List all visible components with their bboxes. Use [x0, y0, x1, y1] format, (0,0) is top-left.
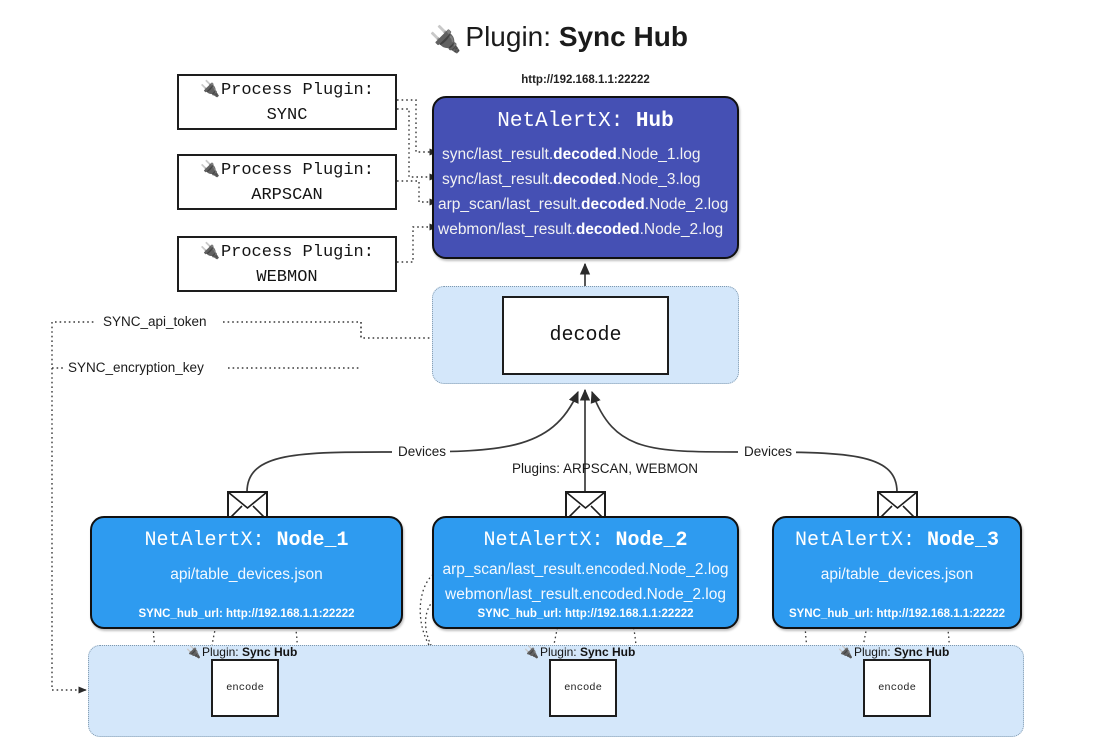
node-title: NetAlertX: Node_2: [483, 529, 688, 552]
node-title: NetAlertX: Node_3: [794, 529, 1000, 552]
edge-label-devices-left: Devices: [394, 444, 451, 459]
hub-url-label: http://192.168.1.1:22222: [521, 74, 650, 86]
process-plugin-label: Process Plugin:: [220, 81, 374, 100]
envelope-icon: [877, 491, 918, 521]
hub-node[interactable]: NetAlertX: Hub sync/last_result.decoded.…: [432, 96, 739, 259]
electric-plug-icon: 🔌: [838, 645, 853, 659]
process-plugin-name: SYNC: [266, 106, 308, 125]
electric-plug-icon: 🔌: [186, 645, 201, 659]
decode-box[interactable]: decode: [502, 296, 669, 375]
node-card-node-2[interactable]: NetAlertX: Node_2 arp_scan/last_result.e…: [432, 516, 739, 629]
process-plugin-box-sync[interactable]: 🔌Process Plugin: SYNC: [177, 74, 397, 130]
hub-title-prefix: NetAlertX:: [497, 110, 636, 133]
node-card-node-1[interactable]: NetAlertX: Node_1 api/table_devices.json…: [90, 516, 403, 629]
edge-label-devices-right: Devices: [740, 444, 797, 459]
node-title: NetAlertX: Node_1: [144, 529, 349, 552]
hub-log-row: webmon/last_result.decoded.Node_2.log: [438, 221, 724, 238]
page-title-name: Sync Hub: [558, 21, 688, 52]
process-plugin-box-arpscan[interactable]: 🔌Process Plugin: ARPSCAN: [177, 154, 397, 210]
electric-plug-icon: 🔌: [200, 159, 220, 178]
node-footer: SYNC_hub_url: http://192.168.1.1:22222: [138, 608, 355, 620]
electric-plug-icon: 🔌: [200, 241, 220, 260]
process-plugin-label: Process Plugin:: [220, 243, 374, 262]
node-footer: SYNC_hub_url: http://192.168.1.1:22222: [788, 608, 1006, 620]
hub-log-row: arp_scan/last_result.decoded.Node_2.log: [438, 196, 729, 213]
process-plugin-name: ARPSCAN: [251, 186, 323, 205]
encode-box[interactable]: encode: [863, 659, 931, 717]
process-plugin-box-webmon[interactable]: 🔌Process Plugin: WEBMON: [177, 236, 397, 292]
node-line: api/table_devices.json: [170, 566, 323, 583]
hub-title-name: Hub: [635, 110, 674, 133]
encoder-plugin-label: 🔌Plugin: Sync Hub: [524, 645, 636, 659]
process-plugin-name: WEBMON: [256, 268, 318, 287]
encode-box[interactable]: encode: [549, 659, 617, 717]
node-card-node-3[interactable]: NetAlertX: Node_3 api/table_devices.json…: [772, 516, 1022, 629]
page-title-prefix: Plugin:: [465, 21, 559, 52]
electric-plug-icon: 🔌: [524, 645, 539, 659]
setting-label-encryption-key: SYNC_encryption_key: [64, 360, 208, 375]
hub-log-row: sync/last_result.decoded.Node_1.log: [442, 146, 701, 163]
node-line: api/table_devices.json: [820, 566, 974, 583]
electric-plug-icon: 🔌: [200, 79, 220, 98]
envelope-icon: [565, 491, 606, 521]
hub-title: NetAlertX: Hub: [434, 110, 737, 133]
process-plugin-label: Process Plugin:: [220, 161, 374, 180]
node-line: webmon/last_result.encoded.Node_2.log: [445, 586, 726, 603]
hub-log-row: sync/last_result.decoded.Node_3.log: [442, 171, 701, 188]
setting-label-api-token: SYNC_api_token: [99, 314, 211, 329]
page-title: 🔌Plugin: Sync Hub: [0, 16, 1117, 60]
encoder-plugin-label: 🔌Plugin: Sync Hub: [186, 645, 298, 659]
edge-label-plugins-center: Plugins: ARPSCAN, WEBMON: [512, 461, 699, 476]
encoder-plugin-label: 🔌Plugin: Sync Hub: [838, 645, 950, 659]
node-line: arp_scan/last_result.encoded.Node_2.log: [442, 561, 729, 578]
node-footer: SYNC_hub_url: http://192.168.1.1:22222: [477, 608, 694, 620]
envelope-icon: [227, 491, 268, 521]
encode-box[interactable]: encode: [211, 659, 279, 717]
electric-plug-icon: 🔌: [429, 24, 462, 54]
